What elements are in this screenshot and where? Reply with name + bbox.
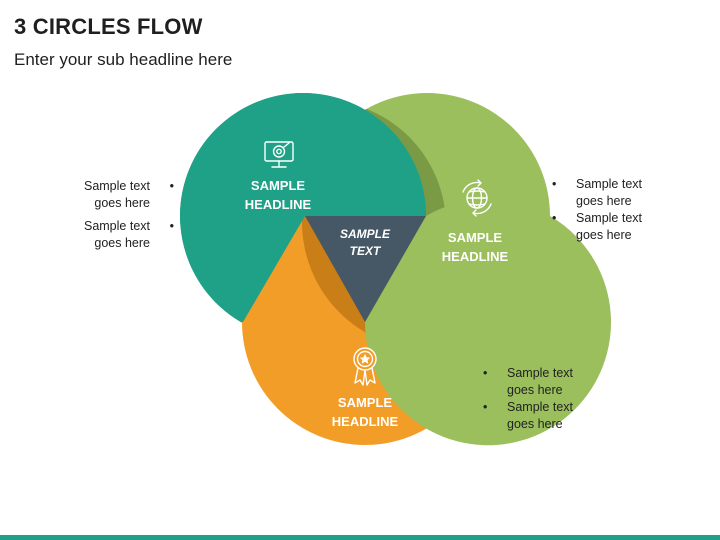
monitor-target-icon xyxy=(264,141,294,168)
bottom-bullet-list: Sample text goes here Sample text goes her… xyxy=(483,365,603,433)
award-ribbon-icon xyxy=(353,347,377,386)
bullet-line2: goes here xyxy=(576,194,632,208)
right-bullet-list: Sample text goes here Sample text goes her… xyxy=(552,176,672,244)
teal-headline-line2: HEADLINE xyxy=(245,197,312,212)
bullet-line1: Sample text xyxy=(83,179,150,193)
bullet-line2: goes here xyxy=(94,196,150,210)
center-label-line2: TEXT xyxy=(350,244,382,258)
green-headline-line2: HEADLINE xyxy=(442,249,509,264)
bullet-line1: Sample text xyxy=(576,177,643,191)
page-title: 3 CIRCLES FLOW xyxy=(14,14,203,39)
left-bullet-list: Sample text goes here Sample text goes her… xyxy=(60,178,178,252)
bullet-line1: Sample text xyxy=(576,211,643,225)
orange-headline-line1: SAMPLE xyxy=(338,395,393,410)
green-headline-line1: SAMPLE xyxy=(448,230,503,245)
center-label-line1: SAMPLE xyxy=(340,227,391,241)
list-item: Sample text goes here xyxy=(483,365,603,399)
list-item: Sample text goes here xyxy=(552,210,672,244)
teal-headline-line1: SAMPLE xyxy=(251,178,306,193)
bullet-line1: Sample text xyxy=(507,400,574,414)
center-triangle xyxy=(305,216,426,322)
list-item: Sample text goes here xyxy=(60,178,178,212)
bullet-line1: Sample text xyxy=(507,366,574,380)
bullet-line2: goes here xyxy=(576,228,632,242)
bullet-line2: goes here xyxy=(507,383,563,397)
list-item: Sample text goes here xyxy=(60,218,178,252)
bottom-accent-bar xyxy=(0,535,720,540)
list-item: Sample text goes here xyxy=(552,176,672,210)
teal-top-face xyxy=(180,93,426,322)
list-item: Sample text goes here xyxy=(483,399,603,433)
globe-arrows-icon xyxy=(462,179,492,217)
bullet-line1: Sample text xyxy=(83,219,150,233)
orange-headline-line2: HEADLINE xyxy=(332,414,399,429)
bullet-line2: goes here xyxy=(94,236,150,250)
bullet-line2: goes here xyxy=(507,417,563,431)
page-subtitle: Enter your sub headline here xyxy=(14,50,233,69)
